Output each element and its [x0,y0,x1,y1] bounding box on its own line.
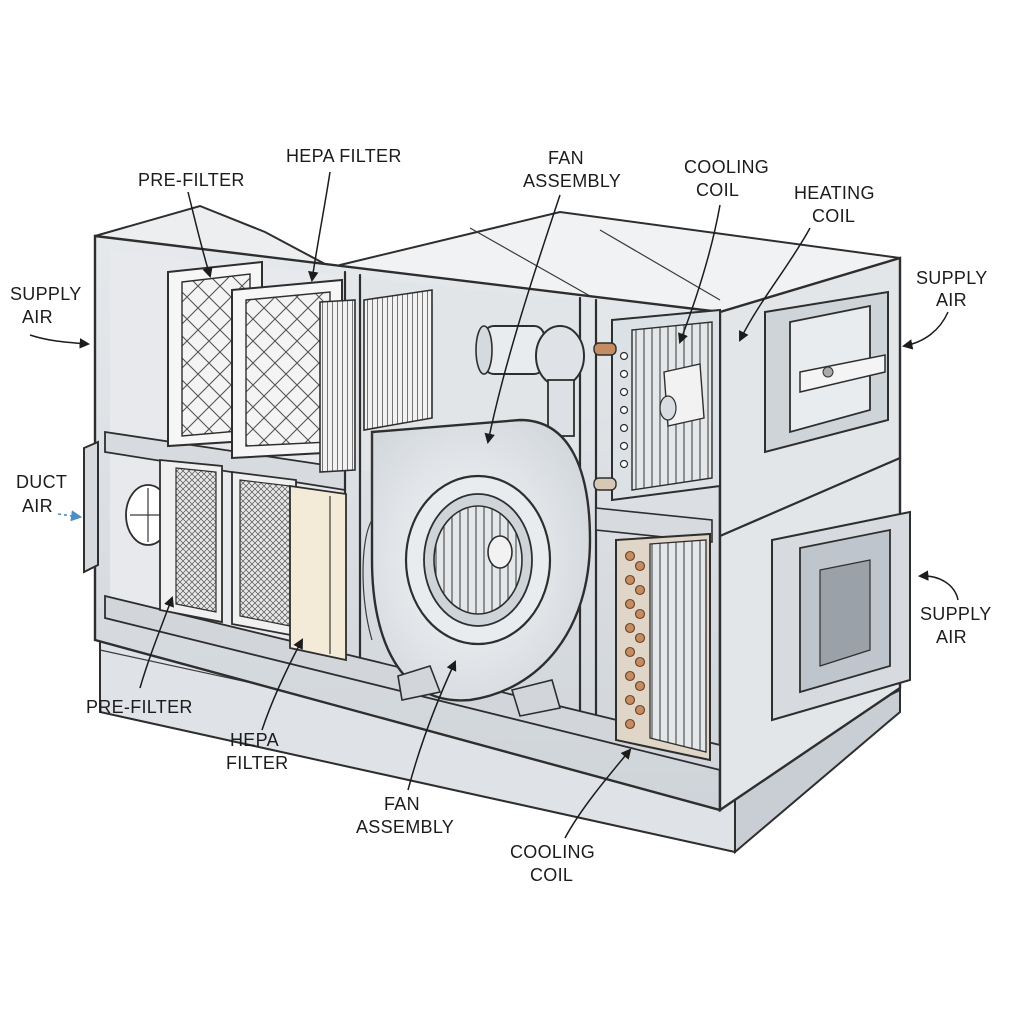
label-cooling-coil-bottom-2: COIL [530,865,573,885]
label-cooling-coil-top-2: COIL [696,180,739,200]
leader-duct-air [57,510,83,522]
label-fan-assembly-bottom-2: ASSEMBLY [356,817,454,837]
leader-pre-filter-bottom [139,596,174,689]
label-supply-air-left-2: AIR [22,307,53,327]
label-heating-coil-top-2: COIL [812,206,855,226]
label-cooling-coil-top-1: COOLING [684,157,769,177]
label-supply-air-right-bottom-1: SUPPLY [920,604,992,624]
label-pre-filter-bottom: PRE-FILTER [86,697,193,717]
label-pre-filter-top: PRE-FILTER [138,170,245,190]
label-supply-air-right-top-1: SUPPLY [916,268,988,288]
leader-fan-assembly-top [484,194,561,445]
leader-pre-filter-top [187,191,213,279]
hepa-filter-lower [231,470,347,662]
leader-supply-air-right-bottom [917,570,959,601]
hepa-filter-upper [231,278,343,460]
label-hepa-filter-top: HEPA FILTER [286,146,402,166]
label-fan-assembly-bottom-1: FAN [384,794,420,814]
label-duct-air-2: AIR [22,496,53,516]
label-heating-coil-top-1: HEATING [794,183,875,203]
label-supply-air-left-1: SUPPLY [10,284,82,304]
leader-supply-air-right-top [901,311,949,350]
pleated-filter-upper [319,289,433,473]
label-supply-air-right-bottom-2: AIR [936,627,967,647]
leader-heating-coil-top [739,227,811,342]
impeller [433,505,523,615]
label-supply-air-right-top-2: AIR [936,290,967,310]
label-hepa-filter-bottom-1: HEPA [230,730,279,750]
label-cooling-coil-bottom-1: COOLING [510,842,595,862]
leader-lines [29,171,959,839]
label-duct-air-1: DUCT [16,472,67,492]
leader-fan-assembly-bottom [407,660,457,791]
leader-cooling-coil-top [678,204,721,344]
leader-hepa-filter-top [308,171,331,283]
leader-cooling-coil-bottom [564,748,632,839]
pre-filter-lower [159,459,223,624]
fan-assembly-drawing [362,325,592,717]
coil-lower [615,532,711,762]
label-hepa-filter-bottom-2: FILTER [226,753,288,773]
labels: SUPPLY AIR DUCT AIR PRE-FILTER HEPA FILT… [10,146,992,885]
label-fan-assembly-top-2: ASSEMBLY [523,171,621,191]
coil-upper [593,308,721,502]
label-fan-assembly-top-1: FAN [548,148,584,168]
leader-hepa-filter-bottom [261,638,303,731]
leader-supply-air-left [29,334,91,349]
